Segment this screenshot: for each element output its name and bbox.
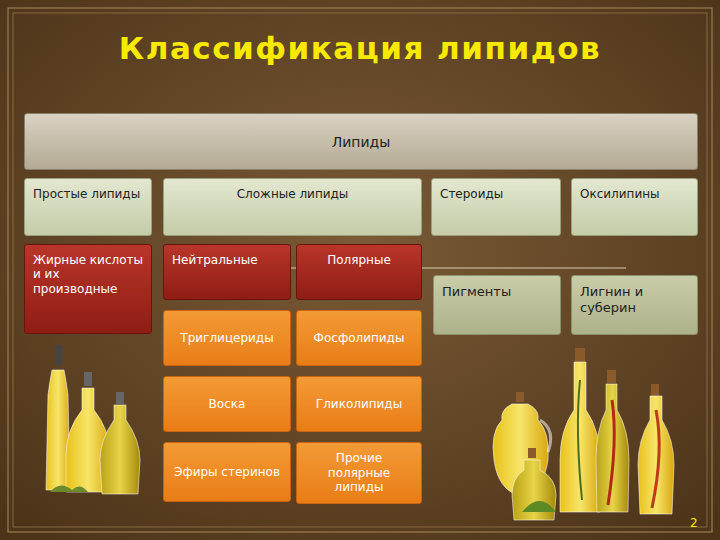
class-box: Воска bbox=[163, 376, 291, 432]
node-label: Полярные bbox=[327, 253, 391, 267]
node-label: Триглицериды bbox=[180, 331, 273, 345]
node-label: Стероиды bbox=[440, 187, 552, 201]
node-label: Прочие полярные липиды bbox=[305, 451, 413, 494]
node-label: Жирные кислоты и их производные bbox=[33, 253, 143, 296]
node-label: Пигменты bbox=[442, 284, 552, 300]
node-label: Нейтральные bbox=[172, 253, 282, 267]
title: Классификация липидов bbox=[0, 30, 720, 66]
node-label: Лигнин и суберин bbox=[580, 284, 689, 315]
oil-bottles-right bbox=[493, 348, 674, 520]
node-label: Воска bbox=[209, 397, 246, 411]
node-label: Оксилипины bbox=[580, 187, 689, 201]
class-box: Гликолипиды bbox=[296, 376, 422, 432]
category-box: Оксилипины bbox=[571, 178, 698, 236]
frame bbox=[8, 8, 712, 532]
oil-bottles-left bbox=[46, 345, 140, 494]
category-box: Сложные липиды bbox=[163, 178, 422, 236]
node-label: Сложные липиды bbox=[237, 187, 349, 201]
page-number: 2 bbox=[690, 516, 698, 530]
class-box: Триглицериды bbox=[163, 310, 291, 366]
class-box: Прочие полярные липиды bbox=[296, 442, 422, 504]
node-label: Простые липиды bbox=[33, 187, 143, 201]
category-box: Стероиды bbox=[431, 178, 561, 236]
subcategory-box: Полярные bbox=[296, 244, 422, 300]
category-box: Пигменты bbox=[433, 275, 561, 335]
class-box: Эфиры стеринов bbox=[163, 442, 291, 502]
node-label: Гликолипиды bbox=[316, 397, 402, 411]
node-label: Фосфолипиды bbox=[314, 331, 405, 345]
category-box: Лигнин и суберин bbox=[571, 275, 698, 335]
root-band: Липиды bbox=[24, 113, 698, 170]
node-label: Липиды bbox=[332, 134, 391, 151]
subcategory-box: Жирные кислоты и их производные bbox=[24, 244, 152, 334]
node-label: Эфиры стеринов bbox=[174, 465, 280, 479]
subcategory-box: Нейтральные bbox=[163, 244, 291, 300]
class-box: Фосфолипиды bbox=[296, 310, 422, 366]
category-box: Простые липиды bbox=[24, 178, 152, 236]
frame bbox=[13, 13, 707, 527]
